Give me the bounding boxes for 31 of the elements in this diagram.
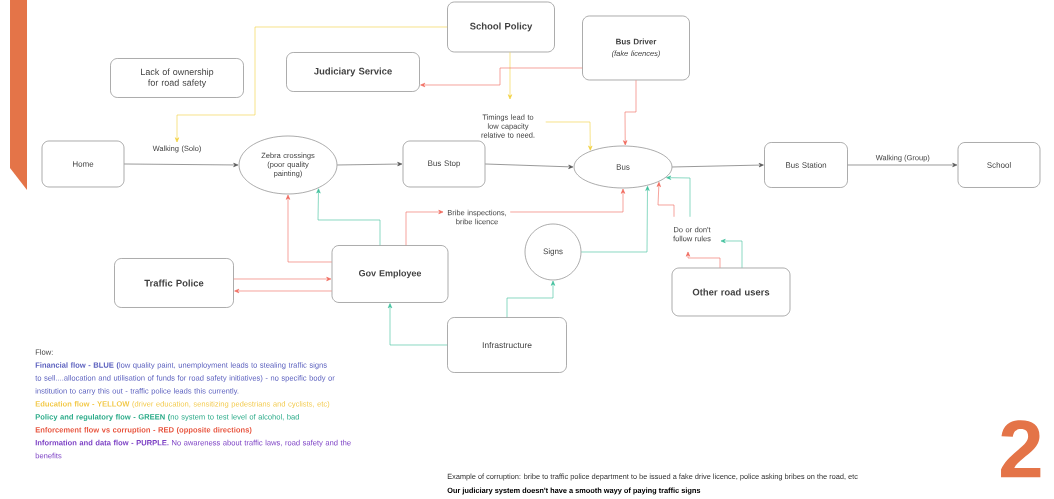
arrow: [234, 288, 332, 294]
arrow: [316, 188, 381, 246]
arrow: [233, 276, 332, 282]
arrow: [387, 303, 448, 346]
arrow: [666, 175, 691, 218]
entity-box: Traffic Police: [114, 258, 234, 308]
arrow: [581, 185, 650, 253]
arrow: [545, 121, 593, 151]
arrow: [420, 67, 583, 88]
arrow: [720, 238, 743, 268]
arrow: [656, 182, 675, 218]
arrow: [337, 161, 403, 167]
arrow: [174, 26, 448, 143]
arrow: [405, 209, 444, 246]
arrow: [623, 80, 637, 146]
arrow: [507, 52, 513, 100]
arrow: [506, 280, 556, 318]
entity-box: Lack of ownership for road safety: [110, 58, 244, 98]
arrow: [124, 162, 239, 168]
arrow: [285, 194, 332, 263]
arrow: [509, 188, 626, 213]
entity-box: Other road users: [671, 267, 791, 317]
page-number: 2: [1001, 420, 1041, 478]
entity-box: Infrastructure: [447, 317, 567, 373]
arrow: [685, 251, 721, 268]
arrow: [672, 163, 764, 168]
entity-box: Gov Employee: [331, 245, 449, 303]
arrow: [847, 162, 958, 168]
entity-box: School Policy: [447, 1, 555, 53]
entity-box: Judiciary Service: [286, 52, 420, 92]
arrow: [485, 163, 574, 169]
